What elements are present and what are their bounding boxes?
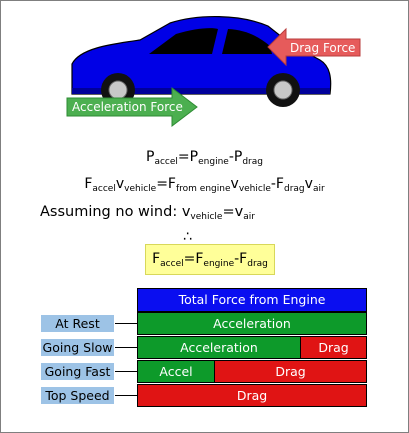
- power-equation: Paccel=Pengine-Pdrag: [146, 149, 263, 167]
- result-equation-box: Faccel=Fengine-Fdrag: [145, 244, 275, 275]
- car-wheel-front: [266, 73, 300, 107]
- going-fast-accel-bar: Accel: [137, 360, 215, 383]
- connector-at-rest: [115, 323, 137, 324]
- drag-force-arrow: Drag Force: [267, 27, 361, 67]
- force-velocity-equation: Faccelvvehicle=Ffrom enginevvehicle-Fdra…: [84, 176, 325, 194]
- connector-going-fast: [115, 371, 137, 372]
- connector-top-speed: [115, 395, 137, 396]
- top-speed-drag-bar: Drag: [137, 384, 367, 407]
- at-rest-acceleration-bar: Acceleration: [137, 312, 367, 335]
- going-fast-drag-bar: Drag: [214, 360, 367, 383]
- label-going-slow: Going Slow: [41, 339, 114, 356]
- label-going-fast: Going Fast: [41, 363, 114, 380]
- acceleration-force-label: Acceleration Force: [72, 100, 183, 114]
- going-slow-drag-bar: Drag: [300, 336, 367, 359]
- total-force-header: Total Force from Engine: [137, 288, 367, 312]
- acceleration-force-arrow: Acceleration Force: [66, 86, 198, 128]
- car-window-rear: [222, 29, 272, 54]
- going-slow-acceleration-bar: Acceleration: [137, 336, 301, 359]
- label-at-rest: At Rest: [41, 315, 114, 332]
- car-window-front: [149, 28, 218, 54]
- no-wind-assumption: Assuming no wind: vvehicle=vair: [40, 204, 255, 222]
- drag-force-label: Drag Force: [290, 41, 355, 55]
- connector-going-slow: [115, 347, 137, 348]
- label-top-speed: Top Speed: [41, 387, 114, 404]
- car-illustration: Drag Force Acceleration Force: [66, 15, 361, 128]
- car-body: [71, 15, 332, 95]
- therefore-symbol: ∴: [183, 229, 192, 245]
